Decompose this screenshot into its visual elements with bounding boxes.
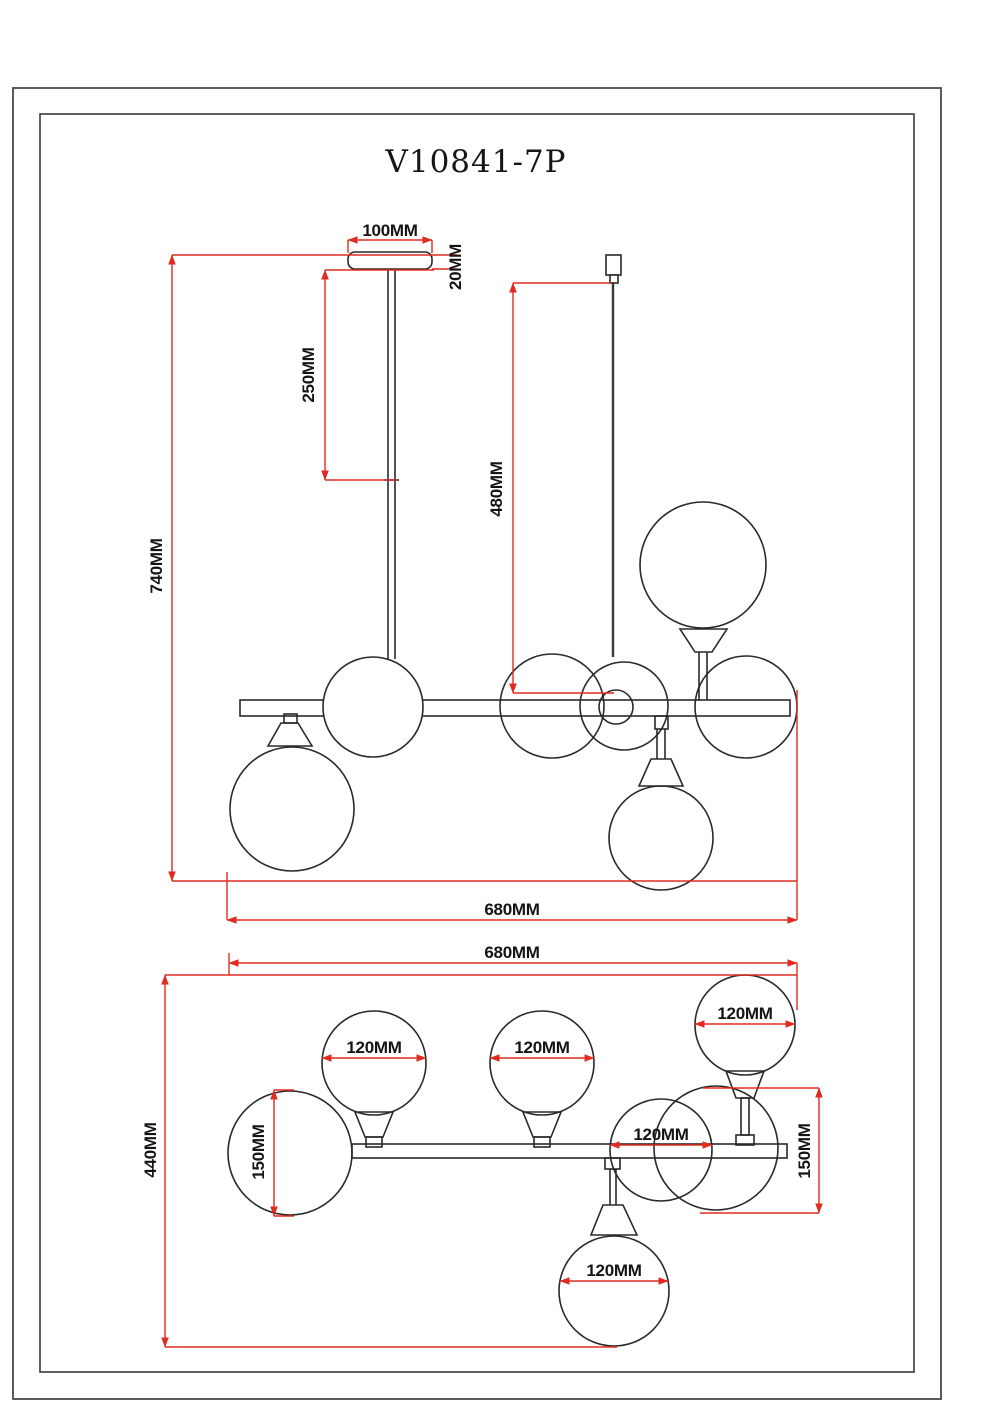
cord-connector [605,254,622,276]
globe-bottom-pendant [608,785,714,891]
bottom-pendant-cone [637,758,685,787]
dim-label-total-height: 740MM [147,538,166,593]
dim-label-overall-width-front: 680MM [484,900,539,919]
top-globe-top-right [694,974,796,1076]
top-bottom-pendant-mount [604,1157,621,1170]
top-globe-bottom [558,1235,670,1347]
top-globe-left [321,1010,427,1116]
top-globe-mid-right [609,1098,713,1202]
globe-at-cord [579,661,669,751]
outer-border [12,87,942,1400]
dim-label-large-globe-right: 150MM [795,1123,814,1178]
front-view [229,251,798,891]
dim-label-globe-left: 120MM [346,1038,401,1057]
top-bottom-pendant-cone [589,1204,639,1236]
dim-label-canopy-height: 20MM [446,244,465,290]
top-globe-center-mount [533,1136,551,1148]
globe-left-pendant [229,746,355,872]
top-globe-top-right-foot [735,1134,755,1146]
top-globe-top-right-cone [724,1070,766,1099]
globe-top-right [639,501,767,629]
top-support-bar [351,1143,788,1159]
top-globe-center [489,1010,595,1116]
globe-top-right-socket-cone [678,628,729,653]
top-globe-large-right [653,1085,779,1211]
top-globe-left-mount [365,1136,383,1148]
cord-ring [598,689,634,725]
dim-label-globe-center: 120MM [514,1038,569,1057]
dim-label-overall-width-top: 680MM [484,943,539,962]
ceiling-canopy [347,251,433,270]
dimension-labels: 100MM 20MM 250MM 740MM 480MM 680MM 680MM… [141,221,814,1280]
globe-on-bar [322,656,424,758]
dim-label-cord-length: 480MM [487,461,506,516]
top-globe-top-right-stem [740,1097,750,1136]
left-pendant-cone [266,722,314,747]
top-globe-large-left [227,1090,353,1216]
globe-center-left [499,653,605,759]
support-bar [239,699,791,717]
dim-label-overall-depth: 440MM [141,1122,160,1177]
dim-label-large-globe-left: 150MM [249,1124,268,1179]
top-view-dimensions [161,953,823,1348]
top-view [227,974,796,1347]
drawing-title: V10841-7P [384,144,566,180]
dim-label-globe-top-right: 120MM [717,1004,772,1023]
dim-label-globe-bottom: 120MM [586,1261,641,1280]
top-globe-center-cone [521,1111,563,1138]
globe-bar-end [694,655,798,759]
inner-border [39,113,915,1373]
bottom-pendant-mount [654,715,669,730]
dim-label-rod-upper: 250MM [299,347,318,402]
top-globe-left-cone [353,1111,395,1138]
dim-label-globe-mid-right: 120MM [633,1125,688,1144]
front-view-dimensions [168,236,798,924]
dim-label-canopy-width: 100MM [362,221,417,240]
cord-connector-neck [609,274,619,284]
